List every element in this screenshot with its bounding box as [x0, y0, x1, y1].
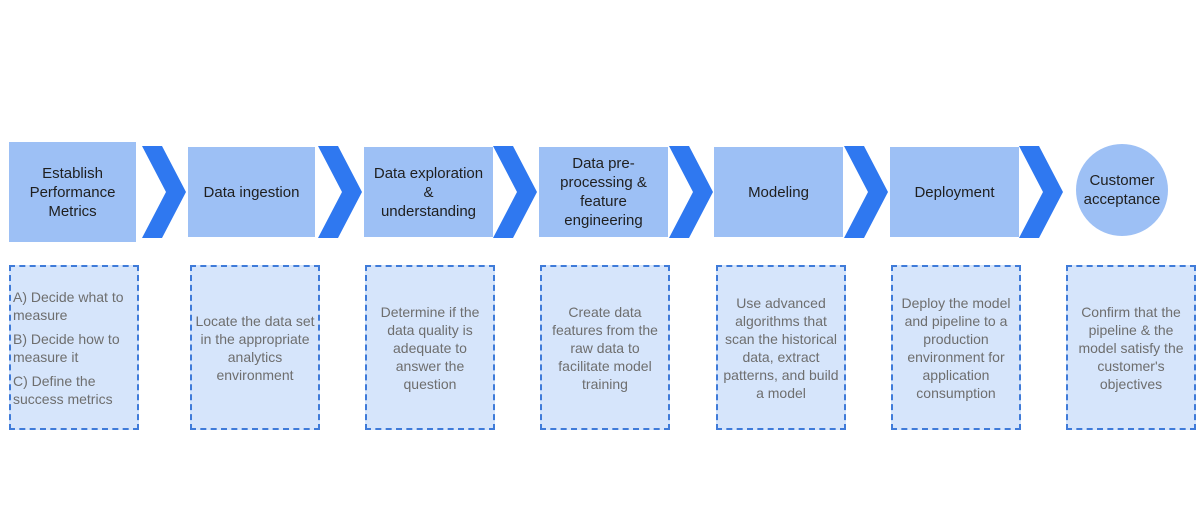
- description-text: Create data features from the raw data t…: [552, 303, 658, 392]
- step-customer-acceptance: Customer acceptance: [1076, 144, 1168, 236]
- description-text: Deploy the model and pipeline to a produ…: [901, 294, 1011, 401]
- description-data-preprocessing: Create data features from the raw data t…: [540, 265, 670, 430]
- chevron-arrow-icon: [318, 146, 362, 238]
- chevron-arrow-icon: [493, 146, 537, 238]
- description-data-exploration: Determine if the data quality is adequat…: [365, 265, 495, 430]
- description-customer-acceptance: Confirm that the pipeline & the model sa…: [1066, 265, 1196, 430]
- description-data-ingestion: Locate the data set in the appropriate a…: [190, 265, 320, 430]
- description-item: B) Decide how to measure it: [13, 330, 120, 365]
- step-data-ingestion: Data ingestion: [188, 147, 315, 237]
- chevron-arrow-icon: [844, 146, 888, 238]
- step-label: Data ingestion: [203, 183, 300, 201]
- description-item: A) Decide what to measure: [13, 288, 124, 323]
- step-deployment: Deployment: [890, 147, 1019, 237]
- step-label: Modeling: [748, 183, 809, 201]
- step-label: Data exploration & understanding: [373, 164, 484, 220]
- description-item: C) Define the success metrics: [13, 372, 113, 407]
- step-data-preprocessing: Data pre- processing & feature engineeri…: [539, 147, 668, 237]
- step-label: Deployment: [914, 183, 995, 201]
- chevron-arrow-icon: [1019, 146, 1063, 238]
- step-label: Customer acceptance: [1083, 172, 1161, 208]
- description-establish-metrics: A) Decide what to measure B) Decide how …: [9, 265, 139, 430]
- step-label: Establish Performance Metrics: [29, 164, 116, 220]
- description-modeling: Use advanced algorithms that scan the hi…: [716, 265, 846, 430]
- step-modeling: Modeling: [714, 147, 843, 237]
- step-label: Data pre- processing & feature engineeri…: [560, 155, 647, 229]
- description-text: Confirm that the pipeline & the model sa…: [1078, 303, 1184, 392]
- description-deployment: Deploy the model and pipeline to a produ…: [891, 265, 1021, 430]
- step-establish-metrics: Establish Performance Metrics: [9, 142, 136, 242]
- description-text: Use advanced algorithms that scan the hi…: [723, 294, 839, 401]
- description-text: Locate the data set in the appropriate a…: [195, 312, 315, 383]
- chevron-arrow-icon: [142, 146, 186, 238]
- description-text: Determine if the data quality is adequat…: [380, 303, 480, 392]
- chevron-arrow-icon: [669, 146, 713, 238]
- step-data-exploration: Data exploration & understanding: [364, 147, 493, 237]
